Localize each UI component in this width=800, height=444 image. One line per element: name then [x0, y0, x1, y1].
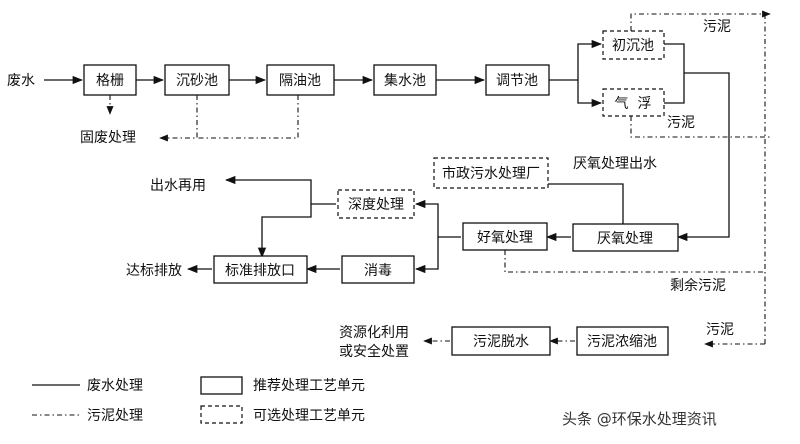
unit-collection-tank-label: 集水池 [384, 72, 426, 89]
sludge-flotation-out [630, 116, 770, 138]
unit-advanced-treatment-label: 深度处理 [348, 197, 404, 213]
unit-air-flotation[interactable]: 气 浮 [602, 88, 665, 117]
flow-aerobic-to-disinfect [414, 237, 439, 274]
watermark: 头条 @环保水处理资讯 [562, 410, 717, 428]
unit-aerobic-treatment-label: 好氧处理 [477, 230, 533, 246]
unit-grit-chamber[interactable]: 沉砂池 [164, 64, 230, 96]
legend-optional-unit-label: 可选处理工艺单元 [253, 408, 365, 424]
unit-disinfection-label: 消毒 [364, 263, 392, 279]
label-sludge-right: 污泥 [706, 322, 734, 338]
unit-oil-separator[interactable]: 隔油池 [266, 64, 335, 96]
unit-sludge-thickener-label: 污泥浓缩池 [587, 334, 657, 350]
unit-sludge-thickener[interactable]: 污泥浓缩池 [576, 326, 669, 356]
flow-advanced-to-reuse [224, 175, 336, 205]
label-sludge-top: 污泥 [703, 19, 731, 35]
unit-grid[interactable]: 格栅 [83, 64, 137, 96]
flow-anaerobic-to-municipal [548, 183, 624, 224]
unit-primary-clarifier-label: 初沉池 [612, 37, 654, 54]
unit-adjustment-tank[interactable]: 调节池 [485, 64, 550, 96]
unit-advanced-treatment[interactable]: 深度处理 [337, 189, 415, 219]
flow-adjust-to-flotation [577, 80, 603, 108]
unit-aerobic-treatment[interactable]: 好氧处理 [462, 222, 548, 251]
flow-advanced-to-outlet [257, 204, 312, 259]
legend: 废水处理 污泥处理 推荐处理工艺单元 可选处理工艺单元 [32, 376, 365, 424]
unit-adjustment-tank-label: 调节池 [496, 73, 538, 89]
label-resource-line1: 资源化利用 [339, 325, 409, 341]
unit-grid-label: 格栅 [96, 73, 124, 89]
unit-anaerobic-treatment-label: 厌氧处理 [597, 231, 653, 247]
unit-primary-clarifier[interactable]: 初沉池 [602, 30, 665, 60]
label-anaerobic-effluent: 厌氧处理出水 [573, 156, 657, 172]
label-discharge: 达标排放 [126, 263, 182, 279]
flow-merge-right [664, 43, 685, 104]
unit-disinfection[interactable]: 消毒 [341, 255, 415, 284]
label-wastewater: 废水 [7, 73, 35, 89]
label-resource-line2: 或安全处置 [339, 343, 409, 360]
legend-sludge-line-label: 污泥处理 [87, 408, 143, 424]
sludge-primary-out [630, 10, 771, 31]
flow-to-anaerobic [676, 72, 730, 242]
flow-adjust-to-primary [549, 39, 603, 81]
unit-sludge-dewatering[interactable]: 污泥脱水 [451, 326, 551, 356]
label-excess-sludge: 剩余污泥 [670, 277, 726, 294]
legend-recommended-unit-label: 推荐处理工艺单元 [253, 378, 365, 394]
unit-municipal-plant-label: 市政污水处理厂 [442, 165, 540, 182]
label-sludge-mid: 污泥 [667, 115, 695, 131]
unit-air-flotation-label: 气 浮 [615, 96, 652, 112]
label-solid-waste: 固废处理 [80, 130, 136, 146]
flow-aerobic-to-advanced [414, 199, 461, 238]
sludge-excess-line [504, 250, 765, 273]
unit-grit-chamber-label: 沉砂池 [176, 73, 218, 89]
unit-collection-tank[interactable]: 集水池 [373, 64, 437, 96]
sludge-grit-to-solid-waste [159, 95, 198, 142]
sludge-flow-lines [106, 10, 771, 348]
unit-standard-outlet[interactable]: 标准排放口 [213, 255, 308, 284]
unit-oil-separator-label: 隔油池 [279, 73, 321, 89]
unit-standard-outlet-label: 标准排放口 [225, 263, 295, 279]
sludge-oil-to-solid-waste [197, 95, 299, 139]
legend-solid-box [200, 376, 243, 395]
label-reuse: 出水再用 [150, 178, 206, 194]
legend-wastewater-line-label: 废水处理 [87, 378, 143, 394]
unit-sludge-dewatering-label: 污泥脱水 [473, 334, 529, 350]
unit-municipal-plant[interactable]: 市政污水处理厂 [433, 157, 549, 189]
wastewater-flow-lines [44, 39, 730, 274]
legend-dashed-box [200, 405, 243, 424]
unit-anaerobic-treatment[interactable]: 厌氧处理 [572, 223, 679, 252]
